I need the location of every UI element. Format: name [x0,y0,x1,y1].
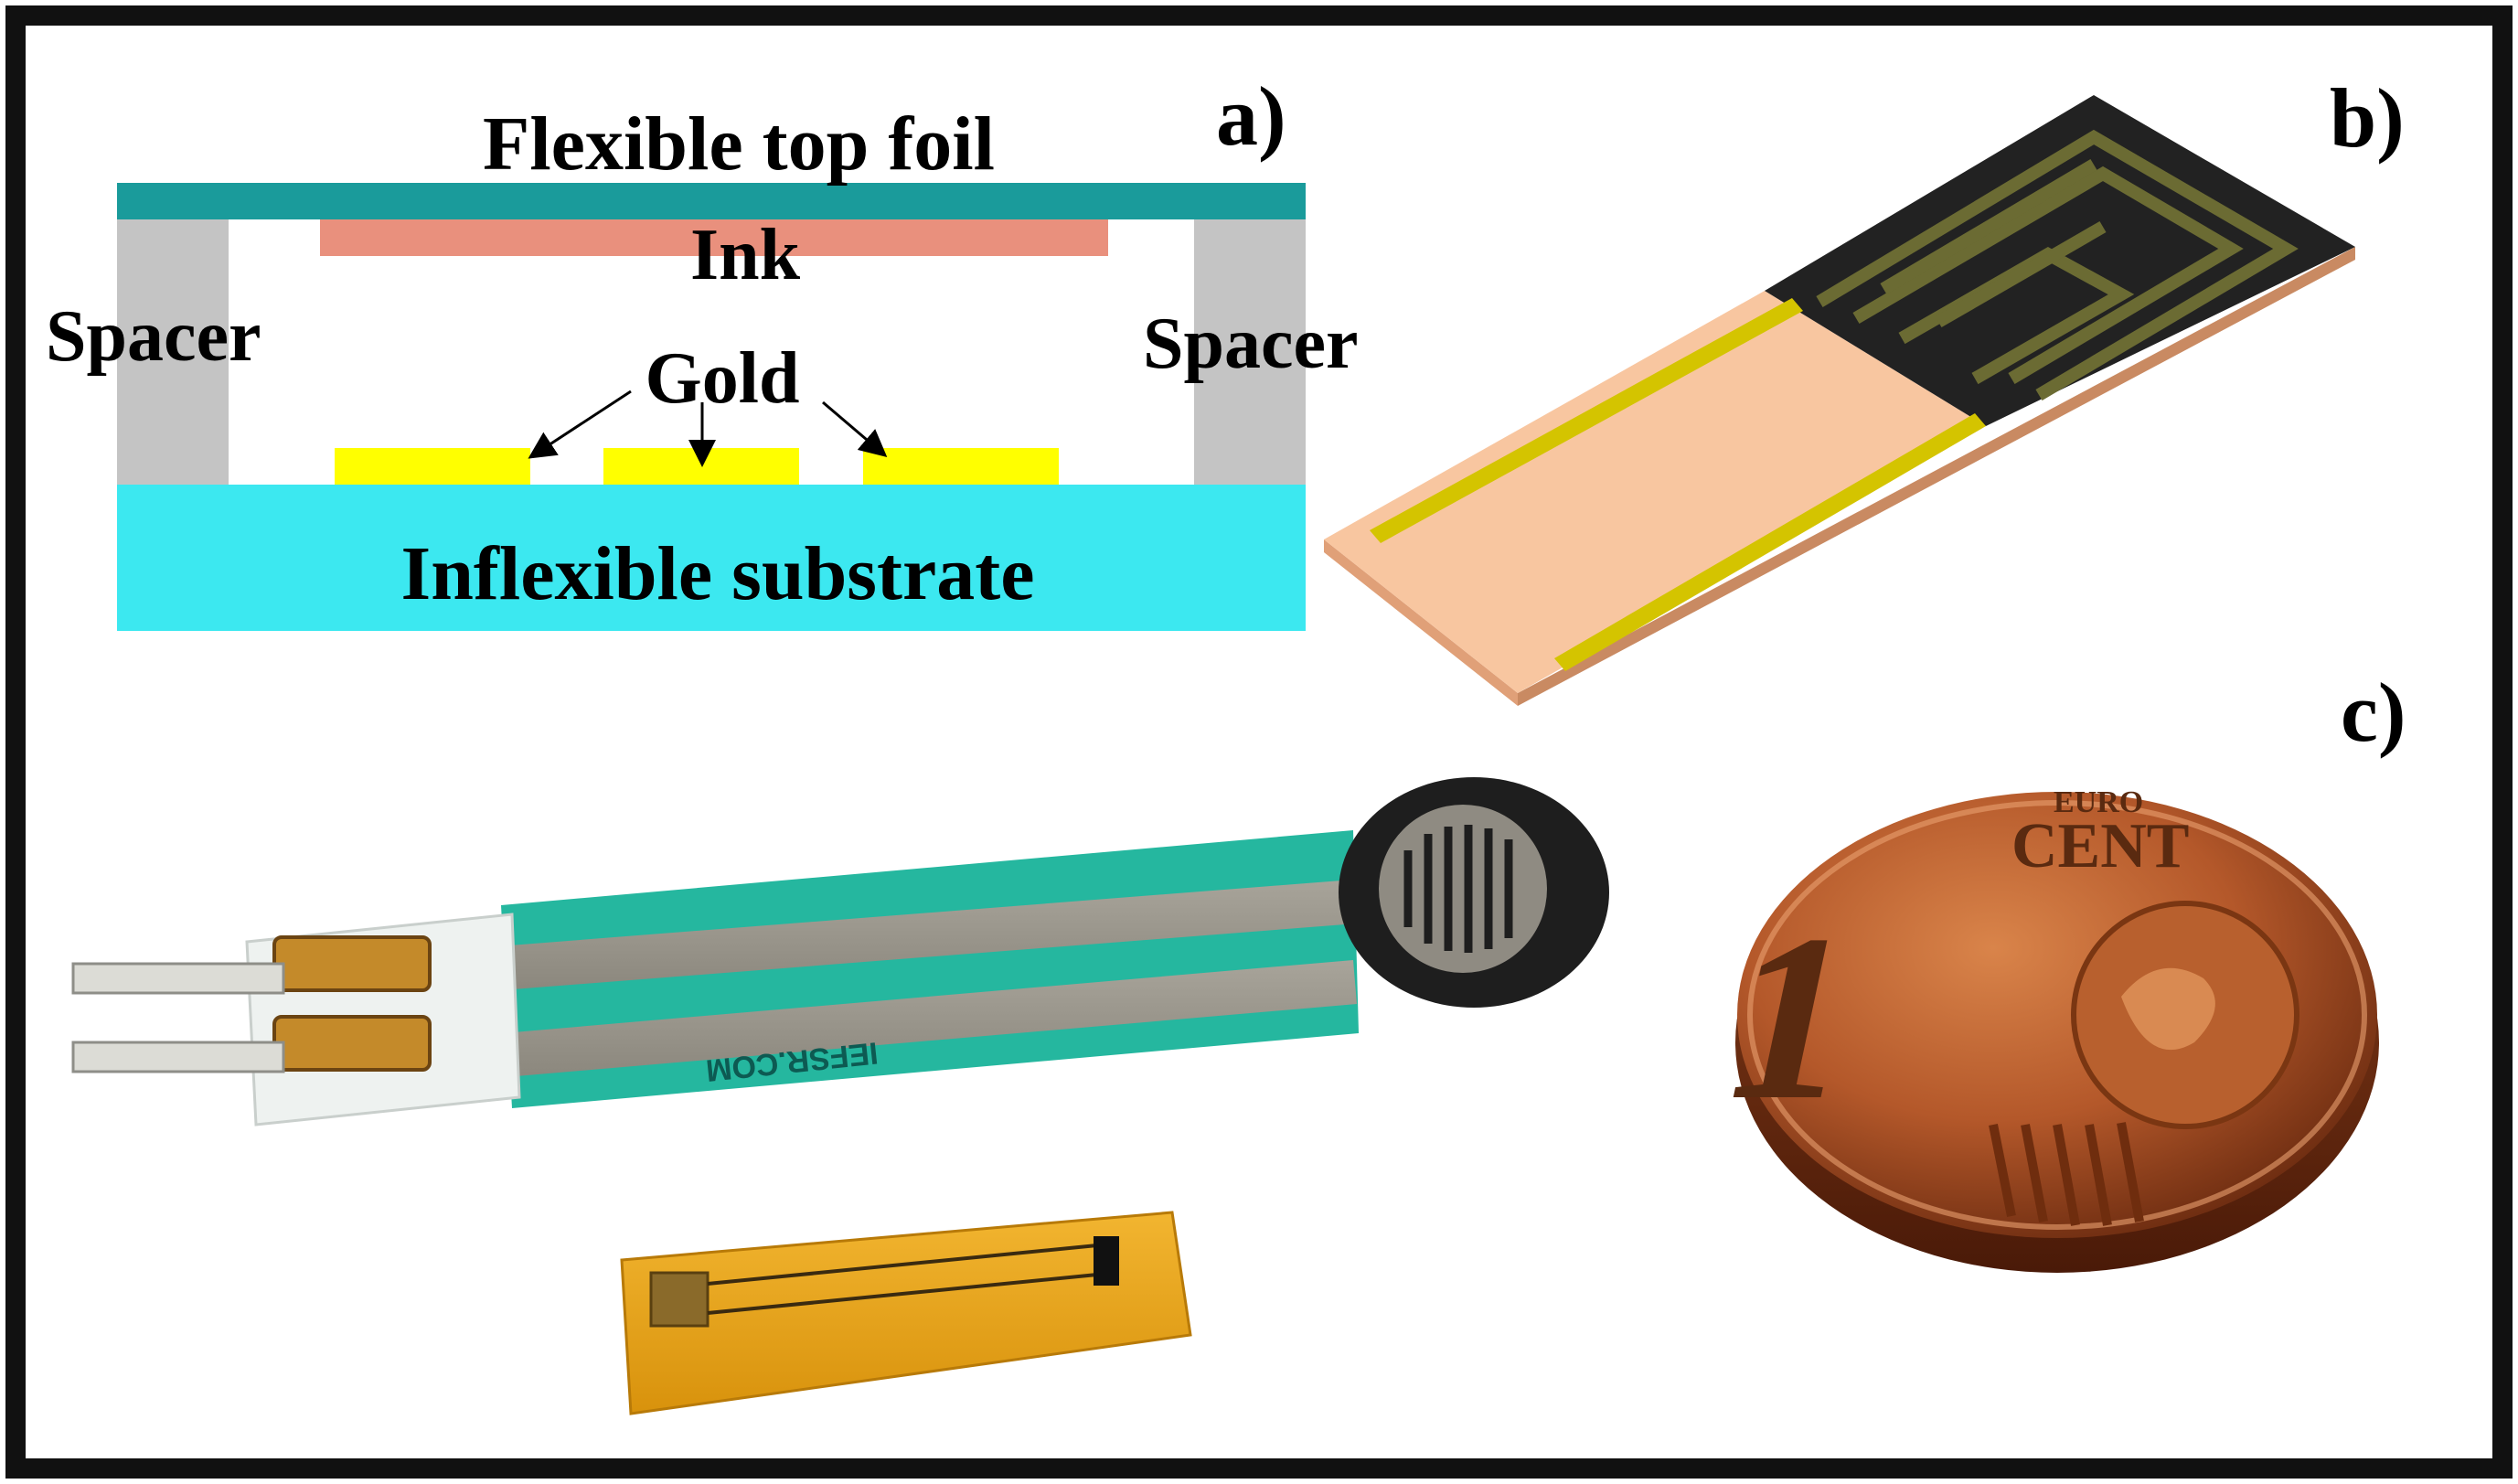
coin-globe-continents [2121,967,2215,1051]
sensor-substrate-edge-front [1518,247,2355,706]
panel-a: a) Flexible top foil Ink Spacer Spacer G… [46,69,1359,631]
euro-cent-coin: 1 EURO CENT [1703,785,2379,1273]
gold-electrode-1 [335,448,530,485]
spacer-right-block [1194,219,1306,485]
gold-electrode-3 [863,448,1059,485]
fsr-crimp-lower [272,1015,432,1072]
coin-text-cent: CENT [2011,811,2189,881]
custom-sensor-sample [620,1211,1192,1415]
fsr-interdigitated-pattern [1403,825,1513,953]
ink-label: Ink [690,215,801,295]
substrate-layer [117,485,1306,631]
top-foil-layer [117,183,1306,219]
fsr-strip-lower [439,960,1357,1083]
sensor-lead-1 [1370,298,1803,543]
panel-b: b) [1324,71,2405,706]
sensor-substrate-edge [1324,539,1518,706]
sensor-lead-2 [1554,413,1986,671]
panel-c-label: c) [2341,666,2406,759]
spacer-left-label: Spacer [46,296,261,377]
fsr-pin-lower [71,1041,285,1073]
sensor-substrate [1324,291,1986,693]
spacer-right-label: Spacer [1143,304,1359,384]
ink-layer [320,219,1108,256]
sample-trace-lower [707,1273,1098,1315]
coin-bars [1989,1122,2144,1226]
commercial-fsr-sensor: IEFSR.COM [71,777,1609,1126]
top-foil-label: Flexible top foil [483,101,995,187]
gold-label: Gold [646,338,800,419]
coin-text-euro: EURO [2054,785,2143,819]
sample-contact-pad [649,1271,710,1328]
panel-a-label: a) [1216,69,1286,163]
gold-arrow-left [528,390,632,459]
sensor-meander [1816,129,2299,401]
sample-sensing-element [1094,1236,1119,1286]
substrate-label: Inflexible substrate [401,531,1035,616]
sample-trace-upper [707,1244,1098,1286]
panel-c: c) [71,666,2406,1415]
gold-arrow-right [822,400,888,457]
fsr-strip-upper [439,880,1357,995]
spacer-left-block [117,219,229,485]
fsr-crimp-upper [272,935,432,992]
panel-b-label: b) [2330,71,2405,165]
kapton-tape [620,1211,1192,1415]
fsr-pin-upper [71,962,285,995]
coin-face [1737,792,2377,1238]
coin-rim [1747,800,2367,1230]
